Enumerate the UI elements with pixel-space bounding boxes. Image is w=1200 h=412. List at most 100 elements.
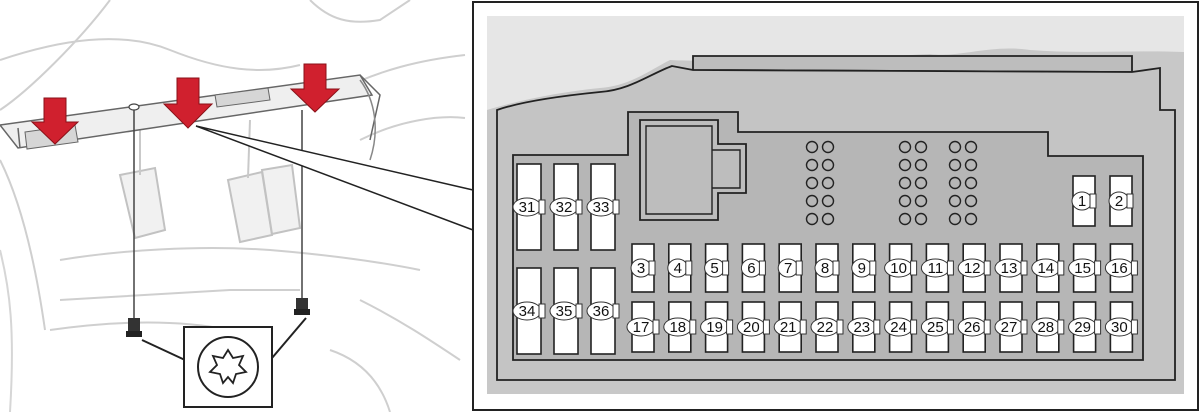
- fuse: 28: [1031, 301, 1065, 353]
- fuse-label-box: [689, 319, 697, 335]
- pin-hole: [821, 194, 835, 208]
- fuse-label-box: [722, 260, 730, 276]
- fuse-number: 34: [519, 303, 536, 320]
- fuse-number: 6: [747, 260, 755, 277]
- fuse-number: 7: [784, 260, 792, 277]
- fuse-number: 5: [710, 260, 718, 277]
- fuse-number: 32: [556, 199, 573, 216]
- fuse: 2: [1108, 175, 1134, 227]
- fuse-label-box: [1130, 260, 1138, 276]
- fuse-number: 28: [1037, 319, 1054, 336]
- pin-hole: [821, 176, 835, 190]
- fuse-label-box: [685, 260, 693, 276]
- fuse-number: 3: [637, 260, 645, 277]
- pin-hole: [898, 158, 912, 172]
- fuse-label-box: [575, 303, 583, 319]
- fuse-label-box: [762, 319, 770, 335]
- pin-hole: [948, 194, 962, 208]
- fuse: 33: [586, 163, 620, 251]
- pin-hole: [948, 212, 962, 226]
- fuse: 31: [512, 163, 546, 251]
- pin-hole: [914, 176, 928, 190]
- fuse: 12: [957, 243, 991, 293]
- fuse: 23: [847, 301, 881, 353]
- large-fuses: 31 32 33 34 35 36: [512, 163, 620, 355]
- pin-hole: [898, 140, 912, 154]
- connector-pins: [805, 140, 978, 226]
- screw-icon: [126, 318, 142, 337]
- fuse-label-box: [1089, 193, 1097, 209]
- pin-hole: [805, 176, 819, 190]
- pin-hole: [898, 194, 912, 208]
- fuse: 22: [810, 301, 844, 353]
- fuse-number: 16: [1111, 260, 1128, 277]
- fuse-label-box: [910, 260, 918, 276]
- fuse: 29: [1068, 301, 1102, 353]
- fuse-label-box: [1020, 319, 1028, 335]
- fuse: 13: [994, 243, 1028, 293]
- fuse-number: 26: [964, 319, 981, 336]
- fuse: 5: [704, 243, 730, 293]
- fuse-number: 36: [593, 303, 610, 320]
- fuse-label-box: [1094, 260, 1102, 276]
- fuse: 21: [773, 301, 807, 353]
- fuse-number: 19: [706, 319, 723, 336]
- pin-hole: [948, 140, 962, 154]
- fuse-label-box: [910, 319, 918, 335]
- fuse-label-box: [612, 303, 620, 319]
- fuse-number: 8: [821, 260, 829, 277]
- torx-screw-icon: [183, 326, 273, 408]
- fuse: 8: [814, 243, 840, 293]
- fuse-number: 27: [1001, 319, 1018, 336]
- fuse: 30: [1104, 301, 1138, 353]
- down-arrow-icon: [289, 63, 341, 113]
- fuse-number: 2: [1115, 193, 1123, 210]
- fuse-number: 11: [928, 260, 944, 277]
- pin-hole: [914, 140, 928, 154]
- pin-hole: [964, 176, 978, 190]
- pin-hole: [821, 212, 835, 226]
- fuse: 19: [700, 301, 734, 353]
- fuse-number: 29: [1074, 319, 1091, 336]
- fuse-number: 12: [964, 260, 981, 277]
- fuse: 15: [1068, 243, 1102, 293]
- fuse-number: 1: [1078, 193, 1086, 210]
- fuse-number: 17: [633, 319, 650, 336]
- fuse: 34: [512, 267, 546, 355]
- fuse-number: 9: [858, 260, 866, 277]
- pin-hole: [805, 212, 819, 226]
- fuse-label-box: [652, 319, 660, 335]
- fuse-label-box: [648, 260, 656, 276]
- fuse: 4: [667, 243, 693, 293]
- pin-hole: [914, 158, 928, 172]
- screw-icon: [294, 298, 310, 315]
- fuse: 11: [920, 243, 954, 293]
- pin-hole: [964, 194, 978, 208]
- fuse: 9: [851, 243, 877, 293]
- fuse-number: 35: [556, 303, 573, 320]
- down-arrow-icon: [162, 77, 214, 129]
- fuse-number: 33: [593, 199, 610, 216]
- fuse-label-box: [873, 319, 881, 335]
- pin-hole: [948, 176, 962, 190]
- fuse-label-box: [836, 319, 844, 335]
- fuse-number: 13: [1001, 260, 1018, 277]
- fuse: 16: [1104, 243, 1138, 293]
- fuse: 27: [994, 301, 1028, 353]
- fuse: 10: [884, 243, 918, 293]
- fuse-number: 18: [669, 319, 686, 336]
- fuse-label-box: [1094, 319, 1102, 335]
- fuse: 14: [1031, 243, 1065, 293]
- fuse: 17: [626, 301, 660, 353]
- fuse: 6: [740, 243, 766, 293]
- fuse-label-box: [795, 260, 803, 276]
- pin-hole: [914, 212, 928, 226]
- pin-hole: [948, 158, 962, 172]
- fuse-number: 20: [743, 319, 760, 336]
- pin-hole: [964, 212, 978, 226]
- fuse-label-box: [538, 199, 546, 215]
